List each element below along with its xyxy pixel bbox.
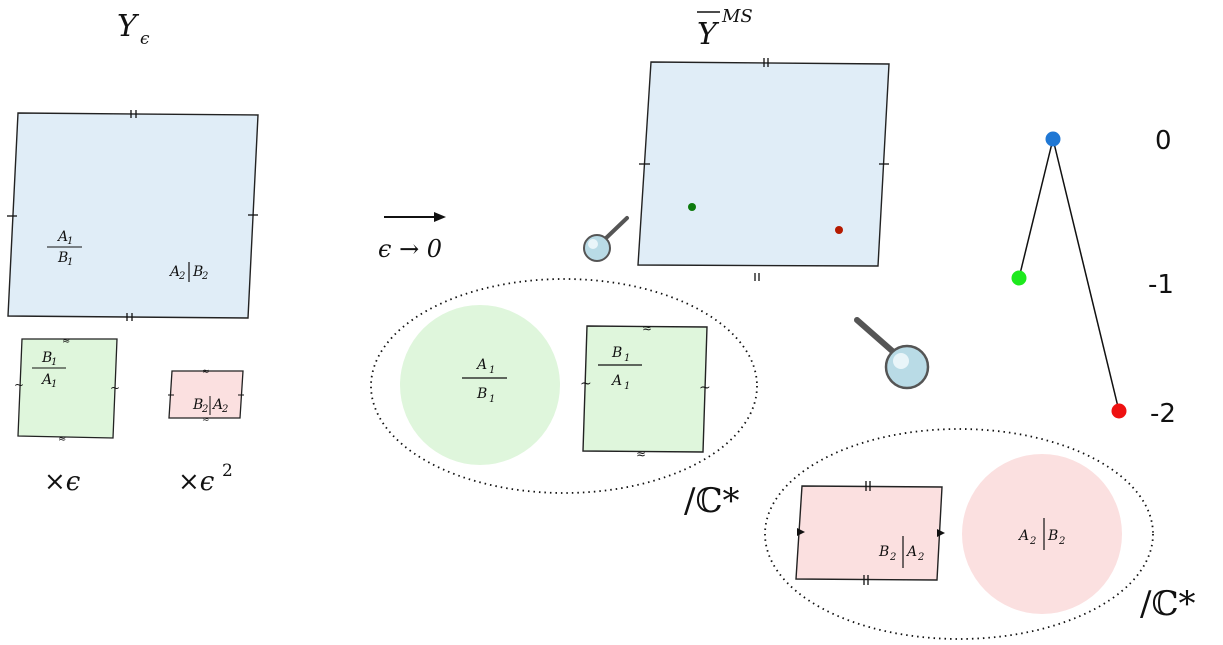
tree-node-red (1111, 403, 1127, 419)
svg-text:B: B (192, 397, 203, 413)
slit-a2-b2-sphere: A 2 B 2 (1017, 518, 1065, 550)
svg-text:MS: MS (721, 6, 753, 27)
ellipse-level-1 (370, 278, 758, 494)
svg-text:B: B (41, 350, 52, 366)
fraction-b1-over-a1-small: B 1 A 1 (32, 350, 66, 390)
slit-a2-b2-left: A 2 B 2 (168, 262, 208, 282)
svg-text:2: 2 (201, 271, 208, 282)
svg-text:B: B (611, 345, 622, 361)
svg-text:≈: ≈ (62, 336, 70, 347)
svg-text:A: A (168, 264, 180, 280)
svg-text:1: 1 (67, 236, 73, 247)
svg-text:2: 2 (178, 271, 185, 282)
svg-text:2: 2 (917, 552, 924, 563)
level-label-minus-2: -2 (1150, 399, 1176, 429)
green-sphere (400, 305, 560, 465)
svg-text:2: 2 (201, 404, 208, 415)
svg-text:A: A (610, 373, 622, 389)
svg-text:B: B (878, 544, 889, 560)
red-surface-right (795, 481, 945, 585)
svg-text:≈: ≈ (636, 447, 646, 461)
magnifier-icon-small (583, 216, 629, 262)
title-y-bar-ms: Y MS (697, 6, 753, 52)
svg-text:~: ~ (580, 376, 592, 392)
level-label-minus-1: -1 (1148, 270, 1174, 300)
svg-text:≈: ≈ (202, 415, 210, 425)
fraction-b1-over-a1-right: B 1 A 1 (598, 345, 642, 392)
svg-text:1: 1 (489, 394, 495, 405)
svg-text:B: B (57, 250, 68, 266)
svg-text:A: A (1017, 528, 1029, 544)
svg-text:A: A (475, 357, 487, 373)
svg-text:≈: ≈ (202, 367, 210, 377)
green-marked-point (688, 203, 696, 211)
ellipse-level-2 (764, 428, 1154, 640)
svg-text:A: A (40, 372, 52, 388)
tree-node-green (1011, 270, 1027, 286)
blue-surface-right (637, 58, 890, 281)
red-marked-point (835, 226, 843, 234)
svg-text:A: A (56, 229, 68, 245)
scale-epsilon-squared-label: ×ϵ (178, 467, 215, 497)
svg-text:A: A (211, 397, 223, 413)
tree-node-top (1045, 131, 1061, 147)
quotient-label-upper: /ℂ* (684, 481, 740, 521)
slit-b2-a2-right: B 2 A 2 (878, 536, 924, 568)
svg-text:A: A (905, 544, 917, 560)
svg-text:2: 2 (889, 552, 896, 563)
svg-text:~: ~ (14, 378, 24, 392)
magnifier-icon-large (854, 317, 930, 390)
svg-text:≈: ≈ (642, 321, 652, 335)
level-label-0: 0 (1155, 126, 1172, 156)
fraction-a1-over-b1-sphere: A 1 B 1 (462, 357, 507, 405)
red-sphere (962, 454, 1122, 614)
limit-arrow (384, 212, 446, 222)
level-tree (1011, 131, 1127, 419)
green-surface-right: ≈ ≈ ~ ~ (580, 321, 711, 461)
svg-text:2: 2 (221, 404, 228, 415)
title-y-epsilon: Y (117, 9, 140, 44)
svg-text:2: 2 (1058, 536, 1065, 547)
svg-text:1: 1 (624, 381, 630, 392)
slit-b2-a2-small: B 2 A 2 (192, 396, 228, 415)
svg-text:2: 2 (1029, 536, 1036, 547)
svg-text:~: ~ (699, 380, 711, 396)
svg-text:1: 1 (624, 353, 630, 364)
svg-text:1: 1 (489, 365, 495, 376)
svg-text:Y: Y (697, 17, 720, 52)
svg-text:~: ~ (110, 381, 120, 395)
svg-text:B: B (1047, 528, 1058, 544)
fraction-a1-over-b1-left: A 1 B 1 (47, 229, 82, 268)
blue-surface-left (7, 110, 259, 321)
limit-arrow-label: ϵ → 0 (378, 235, 442, 263)
green-surface-left: ≈ ≈ ~ ~ (14, 336, 120, 445)
scale-epsilon-label: ×ϵ (44, 467, 81, 497)
red-surface-left: ≈ ≈ (168, 367, 244, 425)
svg-text:≈: ≈ (58, 434, 66, 445)
scale-epsilon-squared-exponent: 2 (222, 461, 233, 481)
svg-text:1: 1 (67, 257, 73, 268)
svg-text:B: B (476, 386, 487, 402)
title-y-epsilon-subscript: ϵ (140, 29, 150, 49)
svg-text:1: 1 (51, 379, 57, 390)
svg-text:B: B (192, 264, 203, 280)
svg-text:1: 1 (51, 357, 57, 368)
quotient-label-lower: /ℂ* (1140, 584, 1196, 624)
